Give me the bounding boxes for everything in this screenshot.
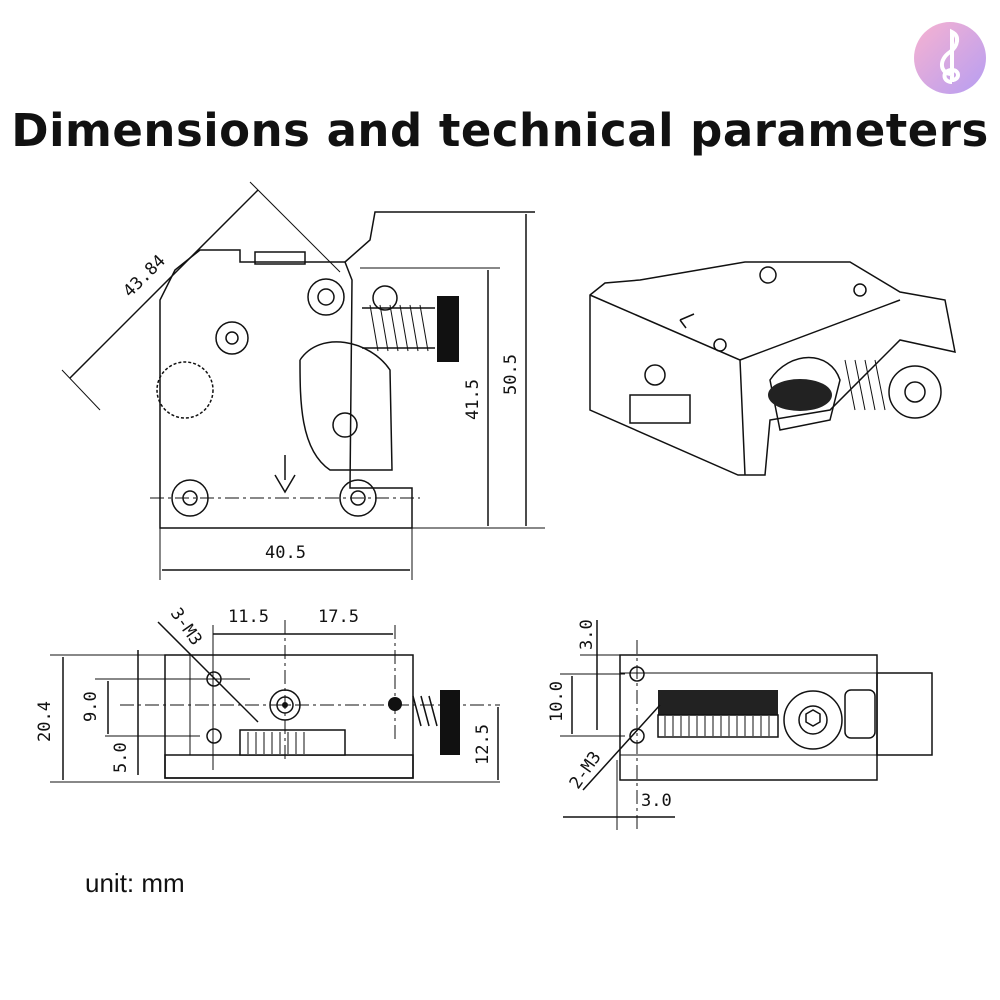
dim-height-total: 50.5 [501,354,521,395]
dim-side-height: 20.4 [35,701,55,742]
dim-height-inner: 41.5 [463,379,483,420]
dim-hole-bottom: 5.0 [111,742,131,773]
spring-knob [437,296,459,362]
extruder-side-outline [120,620,500,779]
extruder-isometric [589,261,956,476]
dim-spacing-b: 17.5 [318,607,359,627]
front-dimensions [61,181,545,580]
dim-hole-vertical: 9.0 [81,691,101,722]
treble-clef-logo-icon [912,20,988,96]
dim-spring-height: 12.5 [473,724,493,765]
unit-note: unit: mm [85,868,185,898]
dim-width: 40.5 [265,543,306,563]
dim-spacing-a: 11.5 [228,607,269,627]
page-title: Dimensions and technical parameters [11,104,989,157]
dim-side-offset: 3.0 [641,791,672,811]
dim-end-hole-label: 2-M3 [566,748,606,793]
spring-knob [440,690,460,755]
dim-end-hole-vertical: 10.0 [547,681,567,722]
end-dimensions [560,620,675,830]
extruder-end-outline [619,640,933,830]
side-dimensions [50,621,500,783]
dim-top-offset: 3.0 [577,619,597,650]
extruder-front-outline [150,211,535,529]
